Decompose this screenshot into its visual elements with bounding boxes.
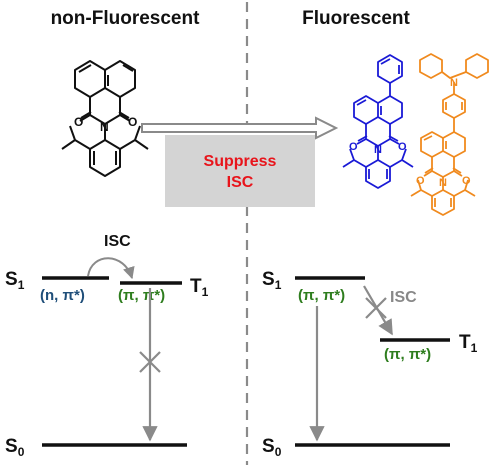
right-isc-label: ISC	[390, 289, 417, 306]
suppress-label: Suppress	[204, 153, 277, 170]
atom-oxygen-mid-1: O	[349, 141, 358, 153]
transform-arrow	[141, 116, 339, 140]
left-s0-label: S0	[5, 436, 25, 459]
left-t1-label: T1	[190, 276, 209, 299]
atom-oxygen-right-2: O	[462, 175, 471, 187]
right-t1-label: T1	[459, 332, 478, 355]
left-s1-label: S1	[5, 269, 25, 292]
right-s1-orbital: (π, π*)	[298, 287, 345, 304]
left-isc-label: ISC	[104, 233, 131, 250]
left-blocked-cross	[139, 351, 161, 373]
isc-box-label: ISC	[227, 174, 254, 191]
right-energy-diagram: S1 T1 S0 (π, π*) (π, π*) ISC	[262, 269, 478, 459]
right-s0-label: S0	[262, 436, 282, 459]
atom-nitrogen-mid: N	[374, 144, 382, 156]
atom-oxygen-right-1: O	[416, 175, 425, 187]
right-t1-orbital: (π, π*)	[384, 346, 431, 363]
atom-nitrogen-left: N	[100, 120, 109, 134]
header-non-fluorescent: non-Fluorescent	[51, 8, 201, 29]
left-s1-orbital: (n, π*)	[40, 287, 85, 304]
atom-nitrogen-imide: N	[439, 177, 447, 189]
right-isc-cross	[365, 297, 387, 319]
atom-oxygen-mid-2: O	[398, 141, 407, 153]
molecule-naphthalimide-left	[61, 60, 149, 177]
left-t1-orbital: (π, π*)	[118, 287, 165, 304]
molecule-phenyl-naphthalimide-blue	[342, 54, 414, 189]
header-fluorescent: Fluorescent	[302, 8, 410, 29]
left-energy-diagram: ISC S1 T1 S0 (n, π*) (π, π*)	[5, 233, 209, 459]
molecule-triphenylamine-naphthalimide-orange	[410, 53, 489, 216]
left-isc-arrow	[87, 257, 135, 280]
atom-oxygen-left-1: O	[74, 115, 83, 129]
right-s1-label: S1	[262, 269, 282, 292]
atom-oxygen-left-2: O	[128, 115, 137, 129]
suppress-isc-box	[165, 135, 315, 207]
atom-nitrogen-amine: N	[450, 77, 458, 89]
